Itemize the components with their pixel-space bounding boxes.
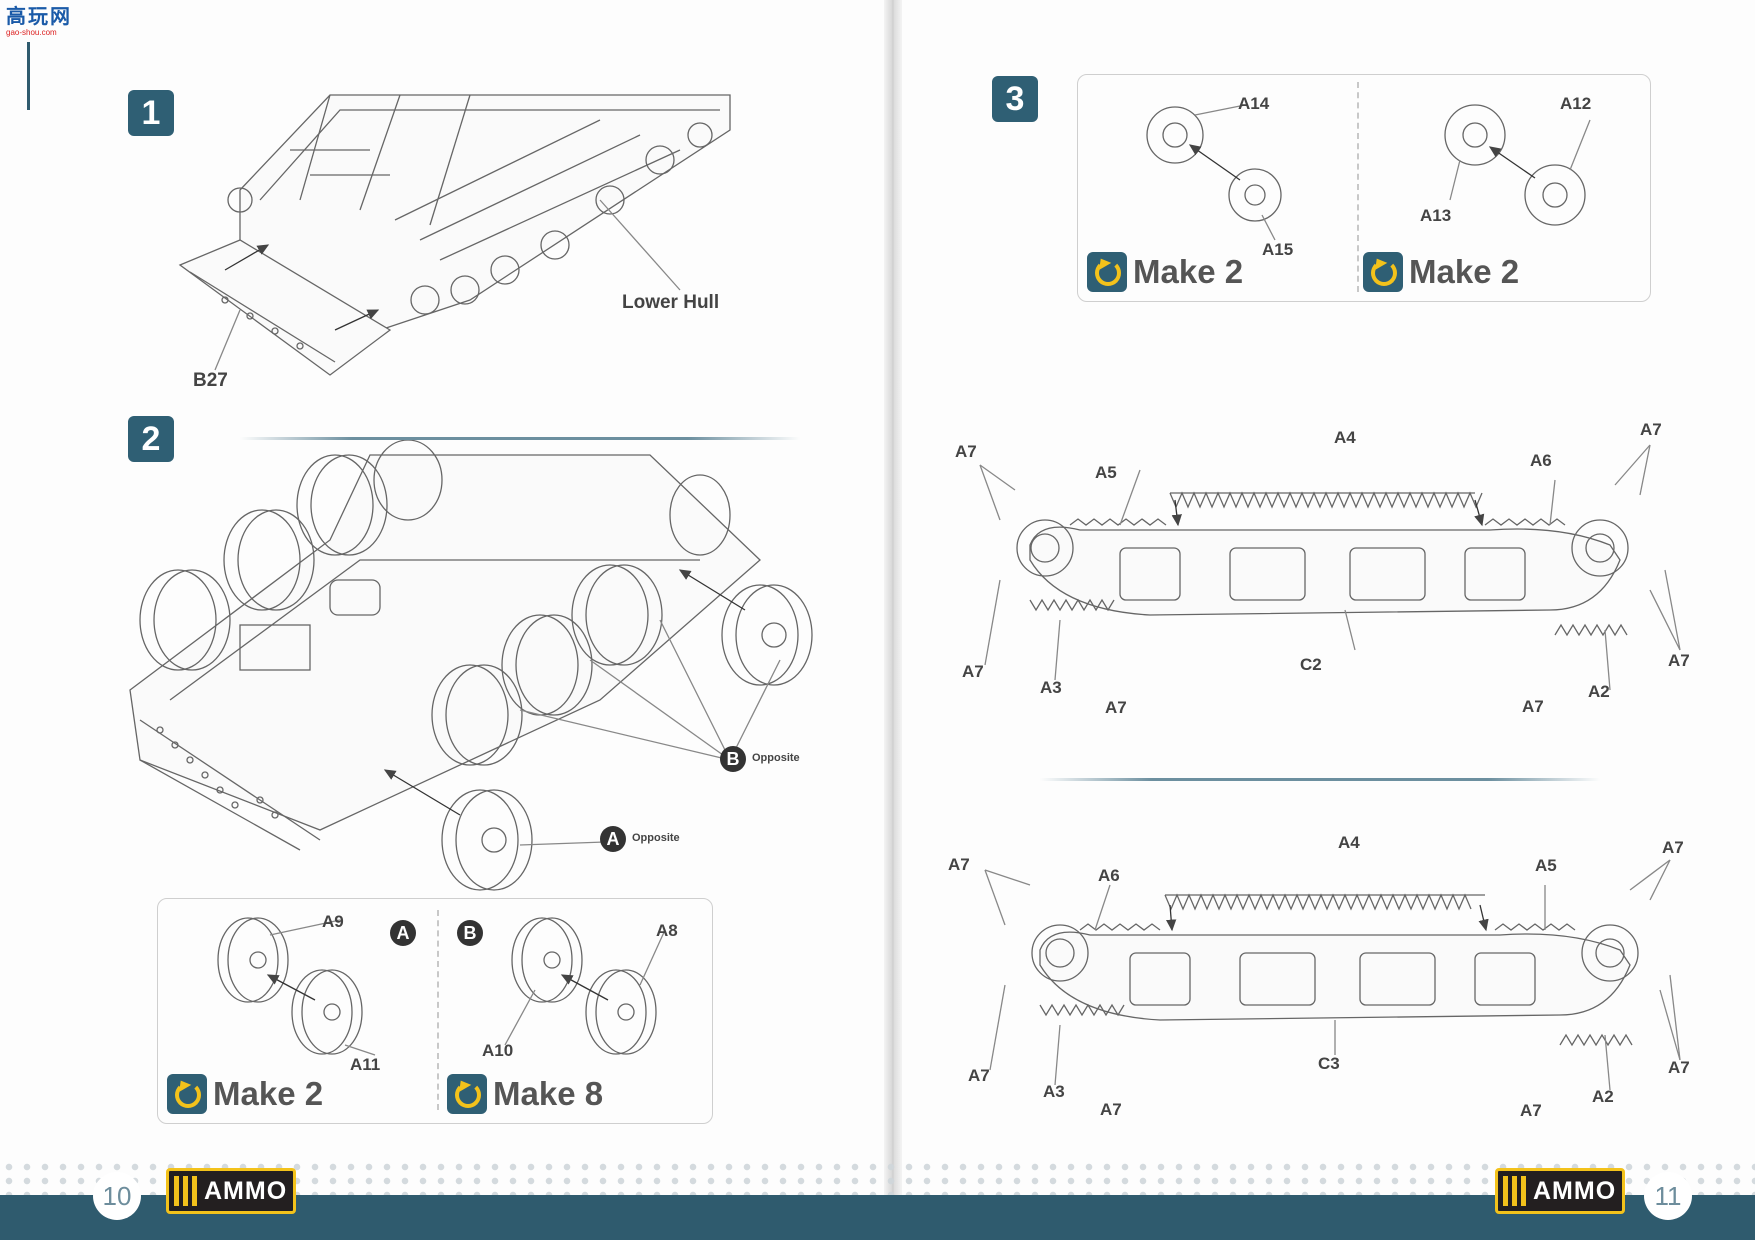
ammo-brand-text: AMMO [1533,1176,1617,1205]
step3-sprockets [1146,104,1591,241]
part-a12-label: A12 [1560,94,1592,113]
track-assembly-top [979,444,1681,691]
step-2-divider [240,437,800,440]
make-quantity-text: Make 2 [1409,253,1520,290]
page-number-right: 11 [1644,1172,1692,1220]
track-bottom-a7-1: A7 [948,855,970,874]
track-top-a7-4: A7 [1105,698,1127,717]
step-3-badge: 3 [992,76,1038,122]
track-top-a7-6: A7 [1668,651,1690,670]
step-3-panel [1077,74,1651,302]
track-top-a7-1: A7 [955,442,977,461]
track-top-c2: C2 [1300,655,1322,674]
part-a10-label: A10 [482,1041,514,1060]
ammo-brand-text: AMMO [204,1176,288,1205]
step-3-panel-divider [1357,82,1359,292]
step-2-subassembly-panel [157,898,713,1124]
page-gutter [884,0,902,1240]
edge-mark [27,42,30,110]
track-top-a2: A2 [1588,682,1610,701]
make-2-indicator-right: Make 2 [1363,250,1519,294]
track-bottom-a2: A2 [1592,1087,1614,1106]
track-bottom-a7-4: A7 [1100,1100,1122,1119]
repeat-icon [1087,252,1127,292]
track-bottom-a5: A5 [1535,856,1557,875]
track-top-a3: A3 [1040,678,1062,697]
track-section-divider [1040,778,1600,781]
track-bottom-a7-3: A7 [968,1066,990,1085]
step-2-badge: 2 [128,416,174,462]
ammo-bars-icon [174,1176,200,1206]
track-top-a5: A5 [1095,463,1117,482]
panel-badge-a: A [390,920,416,946]
track-bottom-a7-6: A7 [1668,1058,1690,1077]
track-bottom-a7-5: A7 [1520,1101,1542,1120]
ammo-logo-right: AMMO [1495,1168,1625,1214]
make-2-indicator: Make 2 [167,1072,323,1116]
track-top-a7-3: A7 [962,662,984,681]
track-bottom-a3: A3 [1043,1082,1065,1101]
chassis-drawing [129,439,813,891]
lower-hull-drawing [178,94,731,376]
ammo-bars-icon [1503,1176,1529,1206]
make-quantity-text: Make 8 [493,1075,604,1112]
ammo-logo-left: AMMO [166,1168,296,1214]
callout-b-badge: B [720,746,746,772]
track-assembly-bottom [984,859,1681,1091]
part-a15-label: A15 [1262,240,1294,259]
step2-panel-wheels [217,917,666,1056]
page-number-left: 10 [93,1172,141,1220]
track-bottom-a6: A6 [1098,866,1120,885]
watermark-text: 高玩网 [6,6,72,28]
track-top-a7-5: A7 [1522,697,1544,716]
part-a11-label: A11 [350,1055,381,1074]
part-a8-label: A8 [656,921,678,940]
track-bottom-a7-2: A7 [1662,838,1684,857]
repeat-icon [167,1074,207,1114]
lower-hull-label: Lower Hull [622,292,720,313]
part-a13-label: A13 [1420,206,1452,225]
callout-a-text: Opposite [632,832,680,844]
repeat-icon [447,1074,487,1114]
make-8-indicator: Make 8 [447,1072,603,1116]
part-a9-label: A9 [322,912,344,931]
watermark-url: gao-shou.com [6,28,57,37]
right-page [893,0,1755,1240]
repeat-icon [1363,252,1403,292]
make-2-indicator-left: Make 2 [1087,250,1243,294]
site-watermark-logo: 高玩网 gao-shou.com [6,6,72,37]
panel-divider [437,910,439,1110]
callout-b-text: Opposite [752,752,800,764]
track-top-a6: A6 [1530,451,1552,470]
track-top-a7-2: A7 [1640,420,1662,439]
track-top-a4: A4 [1334,428,1356,447]
panel-badge-b: B [457,920,483,946]
make-quantity-text: Make 2 [1133,253,1244,290]
track-bottom-c3: C3 [1318,1054,1340,1073]
callout-a-badge: A [600,826,626,852]
track-bottom-a4: A4 [1338,833,1360,852]
part-b27-label: B27 [193,370,228,391]
make-quantity-text: Make 2 [213,1075,324,1112]
step-1-badge: 1 [128,90,174,136]
part-a14-label: A14 [1238,94,1270,113]
